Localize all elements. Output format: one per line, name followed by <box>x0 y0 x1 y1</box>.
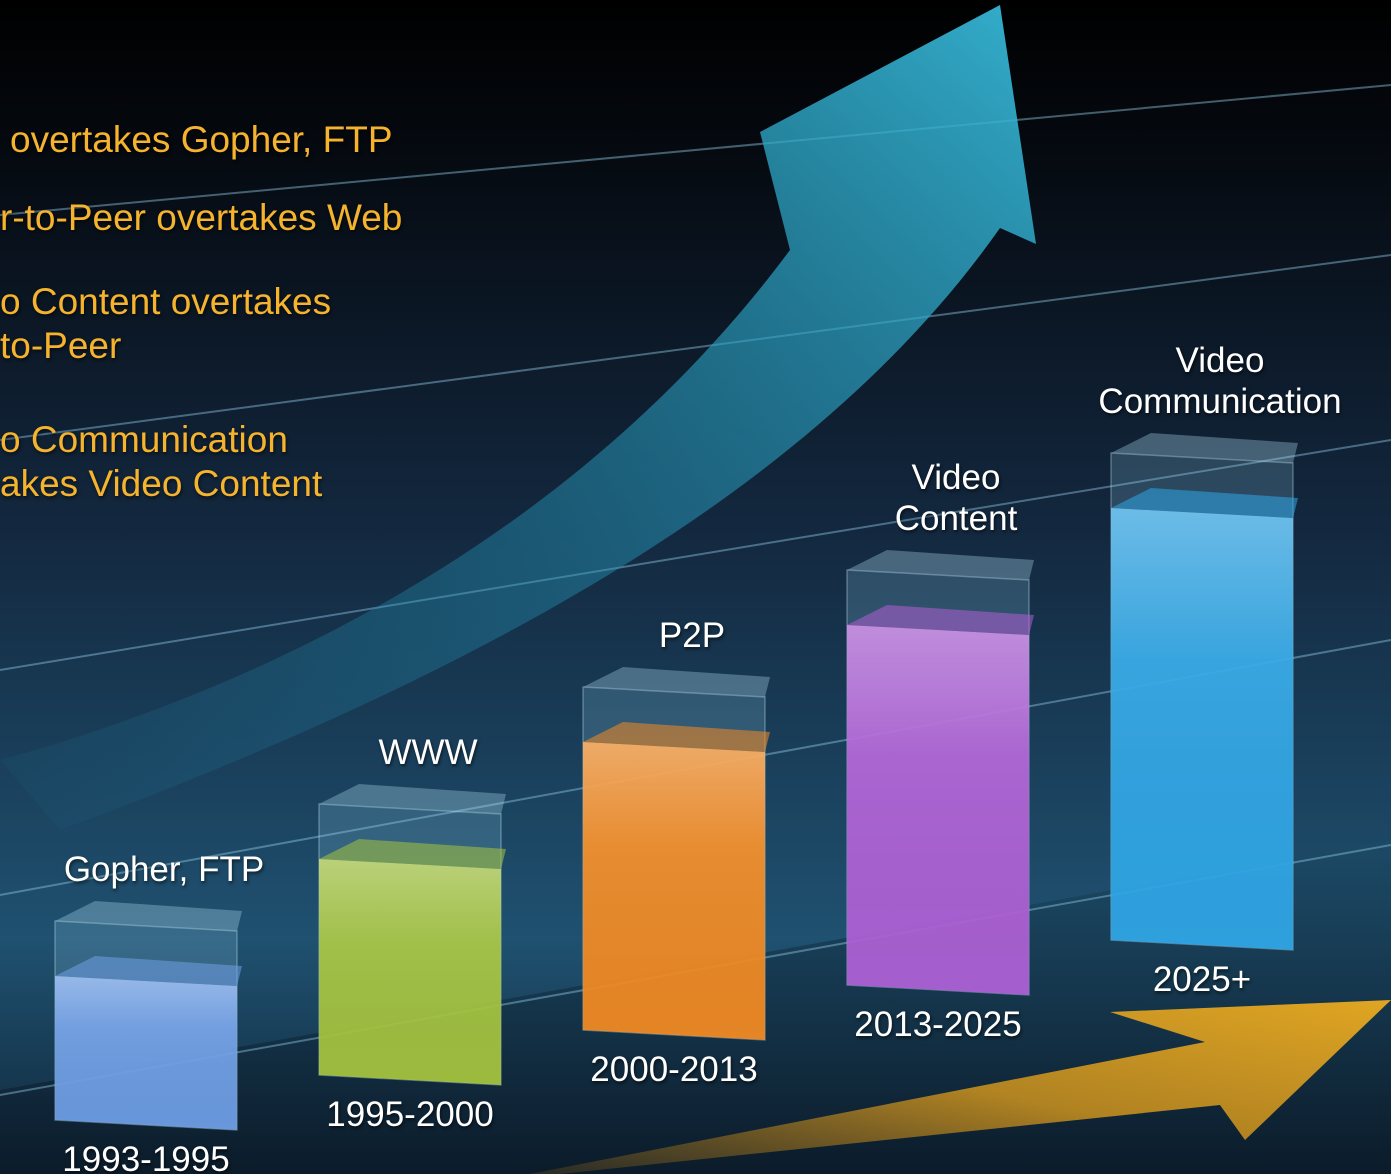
category-label: 2013-2025 <box>854 1005 1022 1044</box>
forward-arrow-icon <box>530 1000 1391 1174</box>
bar-name-label: WWW <box>378 733 478 772</box>
category-label: 2000-2013 <box>590 1050 758 1089</box>
bar-name-label: Gopher, FTP <box>63 850 265 889</box>
bar-highlight <box>319 859 501 1085</box>
bar-glass-top <box>55 901 242 931</box>
bar-glass-top <box>583 667 770 697</box>
bar-name-label: P2P <box>658 616 726 655</box>
bar-glass-top <box>847 550 1034 580</box>
bar-name-label: Video Content <box>894 458 1018 538</box>
bar-highlight <box>583 742 765 1040</box>
bar-highlight <box>55 976 237 1130</box>
milestone-1: overtakes Gopher, FTP <box>10 119 393 160</box>
bars-layer <box>54 433 1298 1131</box>
bar-fill-top <box>847 605 1034 635</box>
bar-highlight <box>1111 508 1293 950</box>
milestone-2: r-to-Peer overtakes Web <box>0 197 403 238</box>
grid-line <box>0 254 1391 441</box>
bar-highlight <box>847 625 1029 995</box>
growth-arrow-icon <box>0 5 1036 830</box>
grid-line <box>0 439 1391 671</box>
bar-fill-top <box>319 839 506 869</box>
bar-fill-top <box>55 956 242 986</box>
bar-fill-top <box>1111 488 1298 518</box>
category-label: 1993-1995 <box>62 1140 230 1174</box>
bar-glass-top <box>1111 433 1298 463</box>
milestone-3: o Content overtakes to-Peer <box>0 281 332 367</box>
milestone-4: o Communication akes Video Content <box>0 419 323 505</box>
bar-fill-top <box>583 722 770 752</box>
bar-glass-top <box>319 784 506 814</box>
category-label: 1995-2000 <box>326 1095 494 1134</box>
category-label: 2025+ <box>1152 960 1252 999</box>
bar-name-label: Video Communication <box>1098 341 1342 421</box>
grid-line <box>0 84 1391 216</box>
